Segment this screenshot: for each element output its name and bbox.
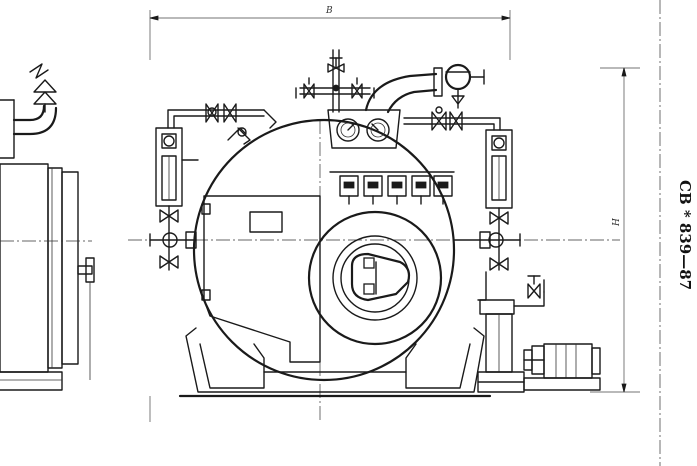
boiler-front-view [149, 49, 601, 398]
dimension-height: H [590, 67, 640, 393]
drain-valve-icon [159, 255, 179, 269]
control-switch-icon [387, 175, 407, 205]
burner-assembly [350, 252, 411, 302]
check-valve-icon [205, 103, 219, 123]
control-switch-icon [411, 175, 431, 205]
control-switch-icon [339, 175, 359, 205]
height-dimension-label: H [612, 218, 622, 227]
nameplate [249, 211, 283, 233]
water-level-gauge-right [453, 129, 521, 271]
control-switch-icon [363, 175, 383, 205]
control-switch-icon [433, 175, 453, 205]
pressure-gauge-icon [336, 118, 360, 142]
elbow-pipe [12, 104, 58, 136]
left-side-view [0, 63, 95, 391]
gate-valve-icon [303, 77, 315, 99]
drain-valve-icon [489, 257, 509, 271]
burner-housing [307, 210, 443, 346]
check-valve-icon [223, 103, 237, 123]
gate-valve-icon [527, 275, 541, 299]
feed-pump-icon [444, 63, 485, 109]
electric-motor [523, 343, 601, 391]
check-valve-icon [449, 111, 463, 131]
drain-valve-icon [489, 211, 509, 225]
front-access-door [203, 195, 321, 363]
check-valve-icon [431, 106, 447, 131]
pressure-gauge-icon [366, 118, 390, 142]
dimension-width: B [149, 6, 511, 60]
boiler-shell-side [0, 163, 49, 373]
right-feed-pipe [403, 106, 501, 131]
width-dimension-label: B [325, 6, 333, 16]
control-switch-row [329, 171, 455, 205]
boiler-drum-shell [192, 118, 456, 382]
safety-valve-icon [29, 63, 57, 113]
standard-code-label: CB * 839—87 [676, 180, 694, 290]
drain-valve-icon [159, 209, 179, 223]
base-frame [178, 327, 492, 398]
top-steam-header [295, 49, 375, 113]
auxiliary-pump-unit [477, 271, 545, 393]
gate-valve-icon [327, 57, 345, 73]
water-level-gauge-left [149, 127, 199, 271]
steam-outlet-elbow [364, 67, 443, 114]
gauge-panel [327, 109, 401, 149]
gate-valve-icon [351, 77, 363, 99]
left-feed-pipe [167, 103, 277, 145]
